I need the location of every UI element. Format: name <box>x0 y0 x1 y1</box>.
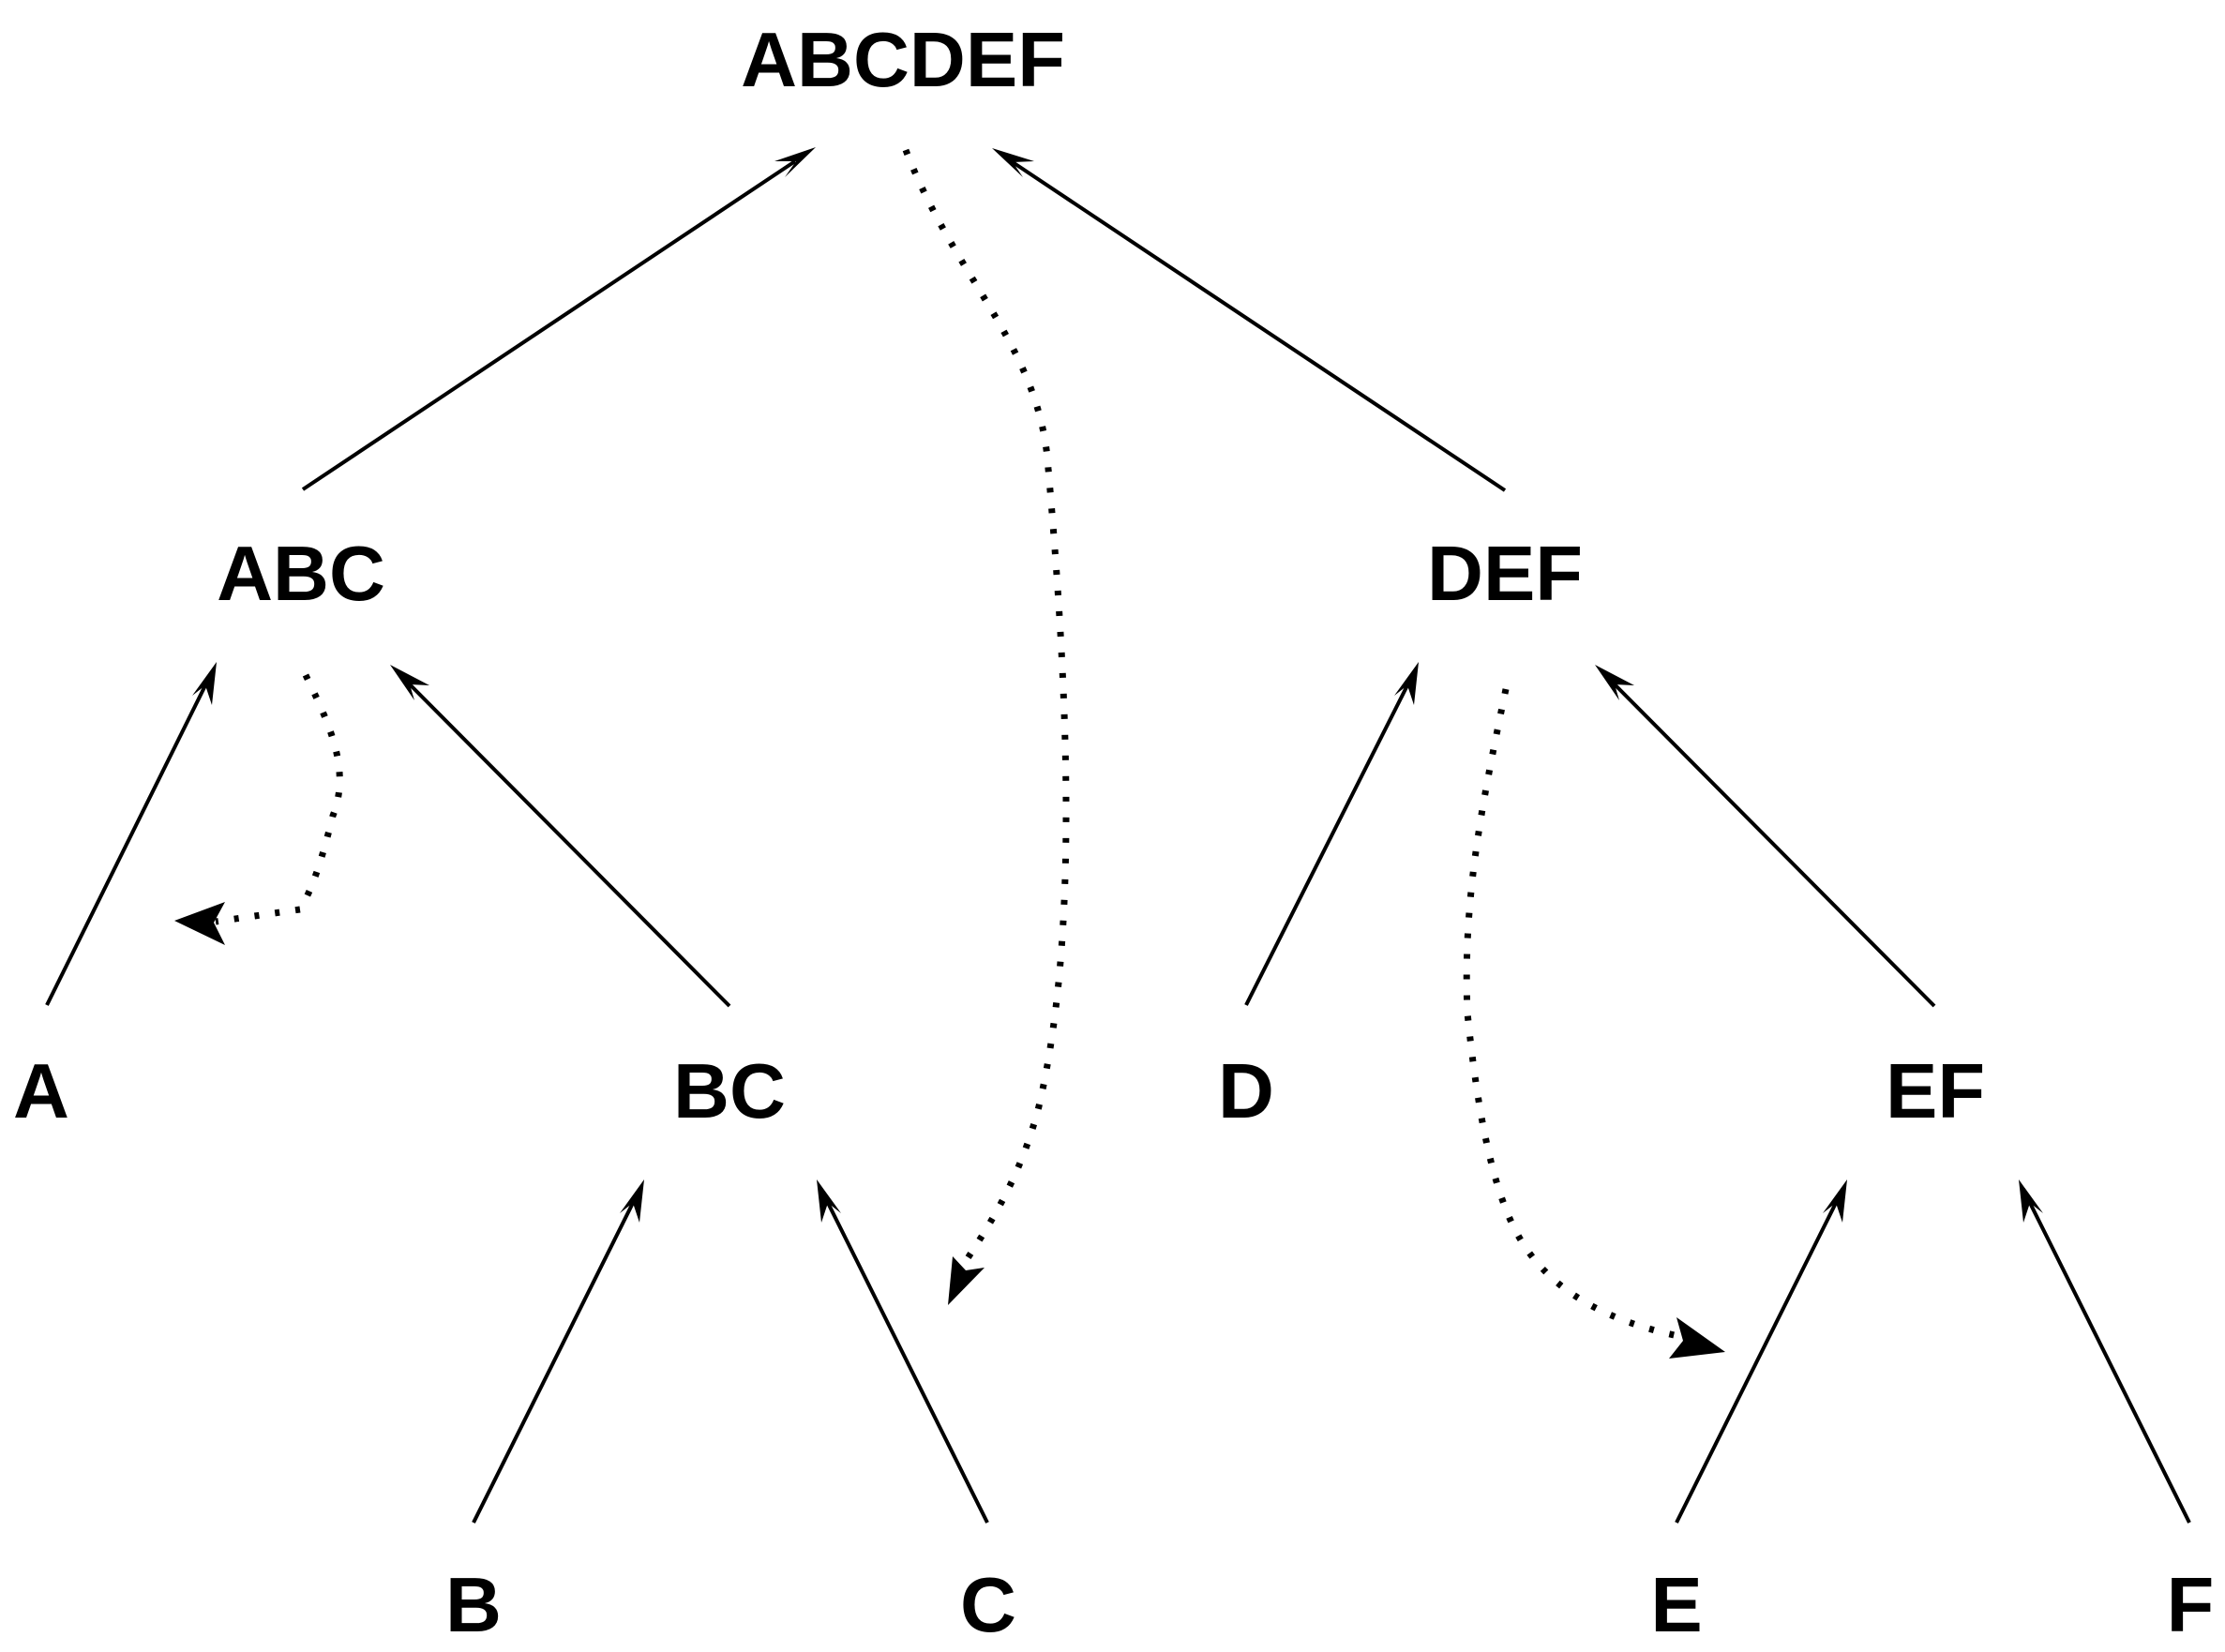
dotted-edge-abcdef-to-c <box>902 148 1070 1305</box>
edge-e-to-ef <box>1675 1179 1847 1524</box>
node-b: B <box>445 1561 502 1648</box>
edge-bc-to-abc <box>390 665 731 1008</box>
node-ef: EF <box>1886 1047 1985 1134</box>
edge-ef-to-def <box>1595 665 1936 1008</box>
node-a: A <box>13 1047 69 1134</box>
node-c: C <box>960 1561 1016 1648</box>
node-e: E <box>1650 1561 1702 1648</box>
edge-b-to-bc <box>472 1179 644 1524</box>
node-bc: BC <box>673 1047 786 1134</box>
node-abcdef: ABCDEF <box>741 16 1065 103</box>
node-labels: ABCDEF ABC DEF A BC D EF B C E F <box>13 16 2214 1648</box>
edge-def-to-abcdef <box>992 148 1507 492</box>
edge-abc-to-abcdef <box>301 147 816 491</box>
node-abc: ABC <box>217 530 385 617</box>
dotted-edges <box>174 148 1725 1359</box>
dotted-edge-def-to-e <box>1463 688 1725 1359</box>
edge-d-to-def <box>1244 662 1419 1006</box>
node-def: DEF <box>1427 530 1583 617</box>
edge-a-to-abc <box>45 662 217 1006</box>
solid-edges <box>45 147 2191 1524</box>
node-d: D <box>1218 1047 1274 1134</box>
node-f: F <box>2167 1561 2215 1648</box>
edge-f-to-ef <box>2019 1179 2191 1524</box>
dotted-edge-abc-to-a <box>174 673 343 945</box>
edge-c-to-bc <box>817 1179 989 1524</box>
